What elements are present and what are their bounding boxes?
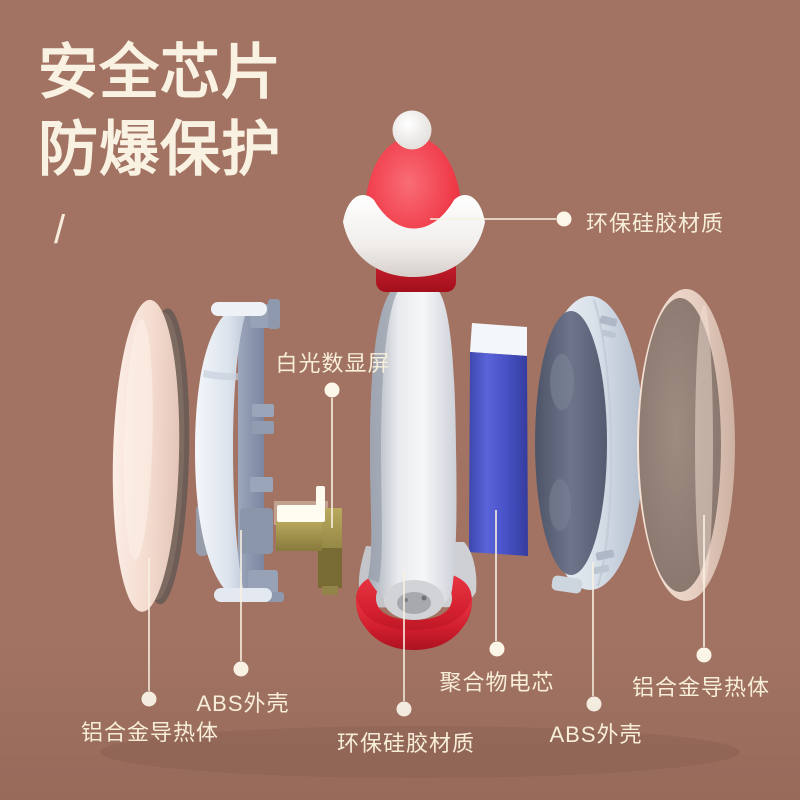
callout-label-display: 白光数显屏 bbox=[275, 351, 391, 376]
decorative-slash: / bbox=[54, 208, 66, 252]
dot-silicone-top bbox=[556, 211, 572, 227]
headline-line2: 防爆保护 bbox=[38, 116, 282, 183]
part-main-body bbox=[343, 110, 485, 650]
part-aluminum-plate-right bbox=[637, 289, 735, 601]
callout-label-battery: 聚合物电芯 bbox=[439, 670, 555, 695]
callout-label-abs-right: ABS外壳 bbox=[549, 722, 643, 747]
part-battery bbox=[469, 323, 528, 556]
part-display-pcb bbox=[274, 486, 342, 595]
bottom-vignette bbox=[0, 640, 800, 800]
santa-hat-cap bbox=[343, 110, 485, 292]
part-abs-shell-right bbox=[535, 296, 644, 594]
headline-line1: 安全芯片 bbox=[38, 39, 282, 106]
callout-label-silicone-top: 环保硅胶材质 bbox=[586, 211, 725, 236]
callout-label-silicone-bottom: 环保硅胶材质 bbox=[336, 731, 476, 756]
part-aluminum-plate-left bbox=[112, 299, 190, 612]
part-abs-shell-left bbox=[195, 299, 284, 602]
callout-label-abs-left: ABS外壳 bbox=[196, 691, 290, 716]
dot-display bbox=[324, 382, 340, 398]
callout-label-aluminum-right: 铝合金导热体 bbox=[631, 675, 771, 700]
headline: 安全芯片 防爆保护 bbox=[38, 34, 282, 188]
callout-label-aluminum-left: 铝合金导热体 bbox=[80, 720, 220, 745]
